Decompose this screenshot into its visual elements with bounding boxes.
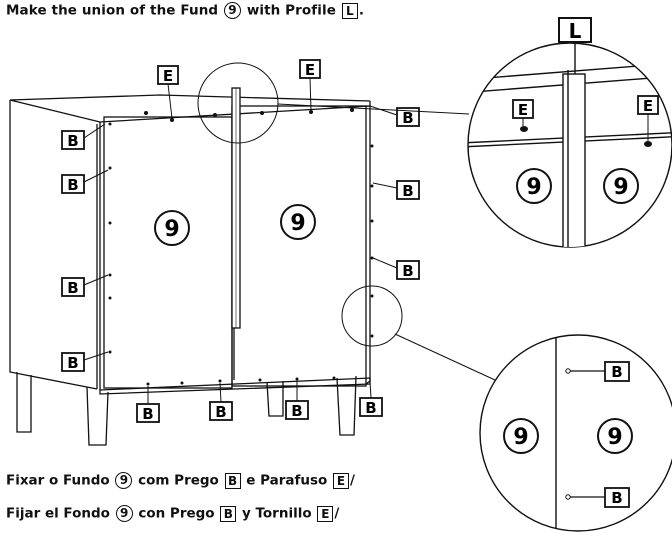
fund-label-detail-left: 9 <box>526 175 541 200</box>
nail-label-8: B <box>142 405 153 423</box>
nail-label-9: B <box>215 403 226 421</box>
profile-label-detail: L <box>569 19 582 43</box>
fund-label-right: 9 <box>290 211 305 236</box>
cabinet-top-back-edge <box>9 94 371 102</box>
leg-back-left <box>16 372 32 433</box>
fund-labels: 9 9 <box>154 204 316 246</box>
fund-label-detail-right: 9 <box>613 175 628 200</box>
screw-label-detail-1: E <box>518 101 528 119</box>
heading-middle: with Profile <box>246 2 336 19</box>
cabinet-top-front-edge <box>9 99 371 123</box>
inst-pt-text-c: e Parafuso <box>246 472 328 489</box>
fund-label-detail-b-right: 9 <box>607 425 622 450</box>
nail-label-5: B <box>402 109 413 127</box>
fastener-dots <box>108 108 374 386</box>
screw-label-detail-2: E <box>643 97 653 115</box>
nail-label-3: B <box>67 279 78 297</box>
callout-bottom-leader <box>394 333 496 381</box>
screw-label-2: E <box>305 61 315 79</box>
inst-pt-tail: / <box>350 472 355 489</box>
profile-letter-badge: L <box>341 2 358 19</box>
leg-back-right <box>266 381 284 417</box>
fund-number-badge: 9 <box>224 2 241 19</box>
inst-es-text-c: y Tornillo <box>241 505 312 522</box>
nail-label-10: B <box>291 402 302 420</box>
fund-label-detail-b-left: 9 <box>513 425 528 450</box>
inst-pt-text-a: Fixar o Fundo <box>6 472 110 489</box>
callout-top-leader <box>277 103 470 115</box>
nail-label-11: B <box>365 399 376 417</box>
detail-view-top: L E E 9 9 <box>467 17 672 248</box>
inst-es-fund-badge: 9 <box>115 505 133 522</box>
inst-pt-screw-badge: E <box>333 472 349 489</box>
instruction-portuguese: Fixar o Fundo 9 com Prego B e Parafuso E… <box>6 472 355 489</box>
left-side-panel <box>9 100 98 390</box>
screw-label-1: E <box>163 67 173 85</box>
nail-label-detail-2: B <box>611 489 622 507</box>
nail-label-2: B <box>67 176 78 194</box>
nail-label-6: B <box>402 182 413 200</box>
nail-label-4: B <box>67 354 78 372</box>
instruction-heading: Make the union of the Fund 9 with Profil… <box>6 2 364 19</box>
heading-prefix: Make the union of the Fund <box>6 2 219 19</box>
nail-labels-main: B B B B B B B B B B B <box>61 105 420 423</box>
inst-es-text-a: Fijar el Fondo <box>6 505 110 522</box>
back-panel-right <box>231 105 367 387</box>
screw-labels-main: E E <box>157 59 321 119</box>
fund-label-left: 9 <box>164 217 179 242</box>
leg-front-right <box>336 375 357 436</box>
inst-es-nail-badge: B <box>220 505 237 522</box>
inst-pt-fund-badge: 9 <box>115 472 133 489</box>
callout-bottom-source <box>341 285 403 347</box>
leg-front-left <box>86 386 109 446</box>
callout-top-source <box>197 62 279 144</box>
nail-label-7: B <box>402 262 413 280</box>
inst-es-screw-badge: E <box>317 505 334 522</box>
inst-pt-text-b: com Prego <box>138 472 219 489</box>
nail-label-detail-1: B <box>611 363 622 381</box>
heading-suffix: . <box>358 2 365 19</box>
instruction-spanish: Fijar el Fondo 9 con Prego B y Tornillo … <box>6 505 339 522</box>
inst-es-tail: / <box>334 505 340 522</box>
back-panel-left <box>103 116 233 389</box>
inst-es-text-b: con Prego <box>138 505 215 522</box>
nail-label-1: B <box>67 132 78 150</box>
detail-view-bottom: 9 9 B B <box>479 334 672 532</box>
inst-pt-nail-badge: B <box>224 472 241 489</box>
cabinet <box>9 87 371 446</box>
